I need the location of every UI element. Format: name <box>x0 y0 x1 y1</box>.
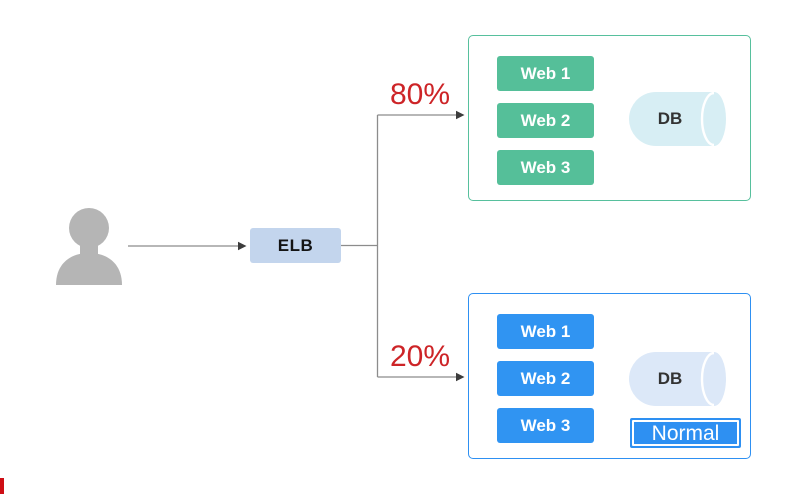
traffic-percent-top: 80% <box>389 78 451 111</box>
elb-node: ELB <box>250 228 341 263</box>
green-web3-label: Web 3 <box>520 157 571 177</box>
blue-web1-node: Web 1 <box>497 314 594 349</box>
arrowhead-branch-top <box>456 110 465 120</box>
blue-db-cylinder-icon <box>629 351 727 407</box>
blue-web3-label: Web 3 <box>520 415 571 435</box>
blue-web2-label: Web 2 <box>520 368 571 388</box>
status-badge: Normal <box>630 418 741 448</box>
blue-web1-label: Web 1 <box>520 321 571 341</box>
blue-web2-node: Web 2 <box>497 361 594 396</box>
blue-cluster-box: Web 1 Web 2 Web 3 DB Normal <box>468 293 751 459</box>
green-web3-node: Web 3 <box>497 150 594 185</box>
green-web1-node: Web 1 <box>497 56 594 91</box>
green-db-label: DB <box>657 109 683 128</box>
green-web2-label: Web 2 <box>520 110 571 130</box>
blue-web3-node: Web 3 <box>497 408 594 443</box>
red-logo-sliver <box>0 478 4 494</box>
green-cluster-box: Web 1 Web 2 Web 3 DB <box>468 35 751 201</box>
arrowhead-branch-bottom <box>456 372 465 382</box>
arrowhead-user-to-elb <box>238 241 247 251</box>
elb-label: ELB <box>277 235 314 255</box>
traffic-percent-bottom: 20% <box>389 340 451 373</box>
green-web1-label: Web 1 <box>520 63 571 83</box>
blue-db-label: DB <box>657 369 683 388</box>
green-db-cylinder-icon <box>629 91 727 147</box>
user-icon <box>52 207 126 285</box>
green-web2-node: Web 2 <box>497 103 594 138</box>
status-badge-label: Normal <box>651 421 720 445</box>
